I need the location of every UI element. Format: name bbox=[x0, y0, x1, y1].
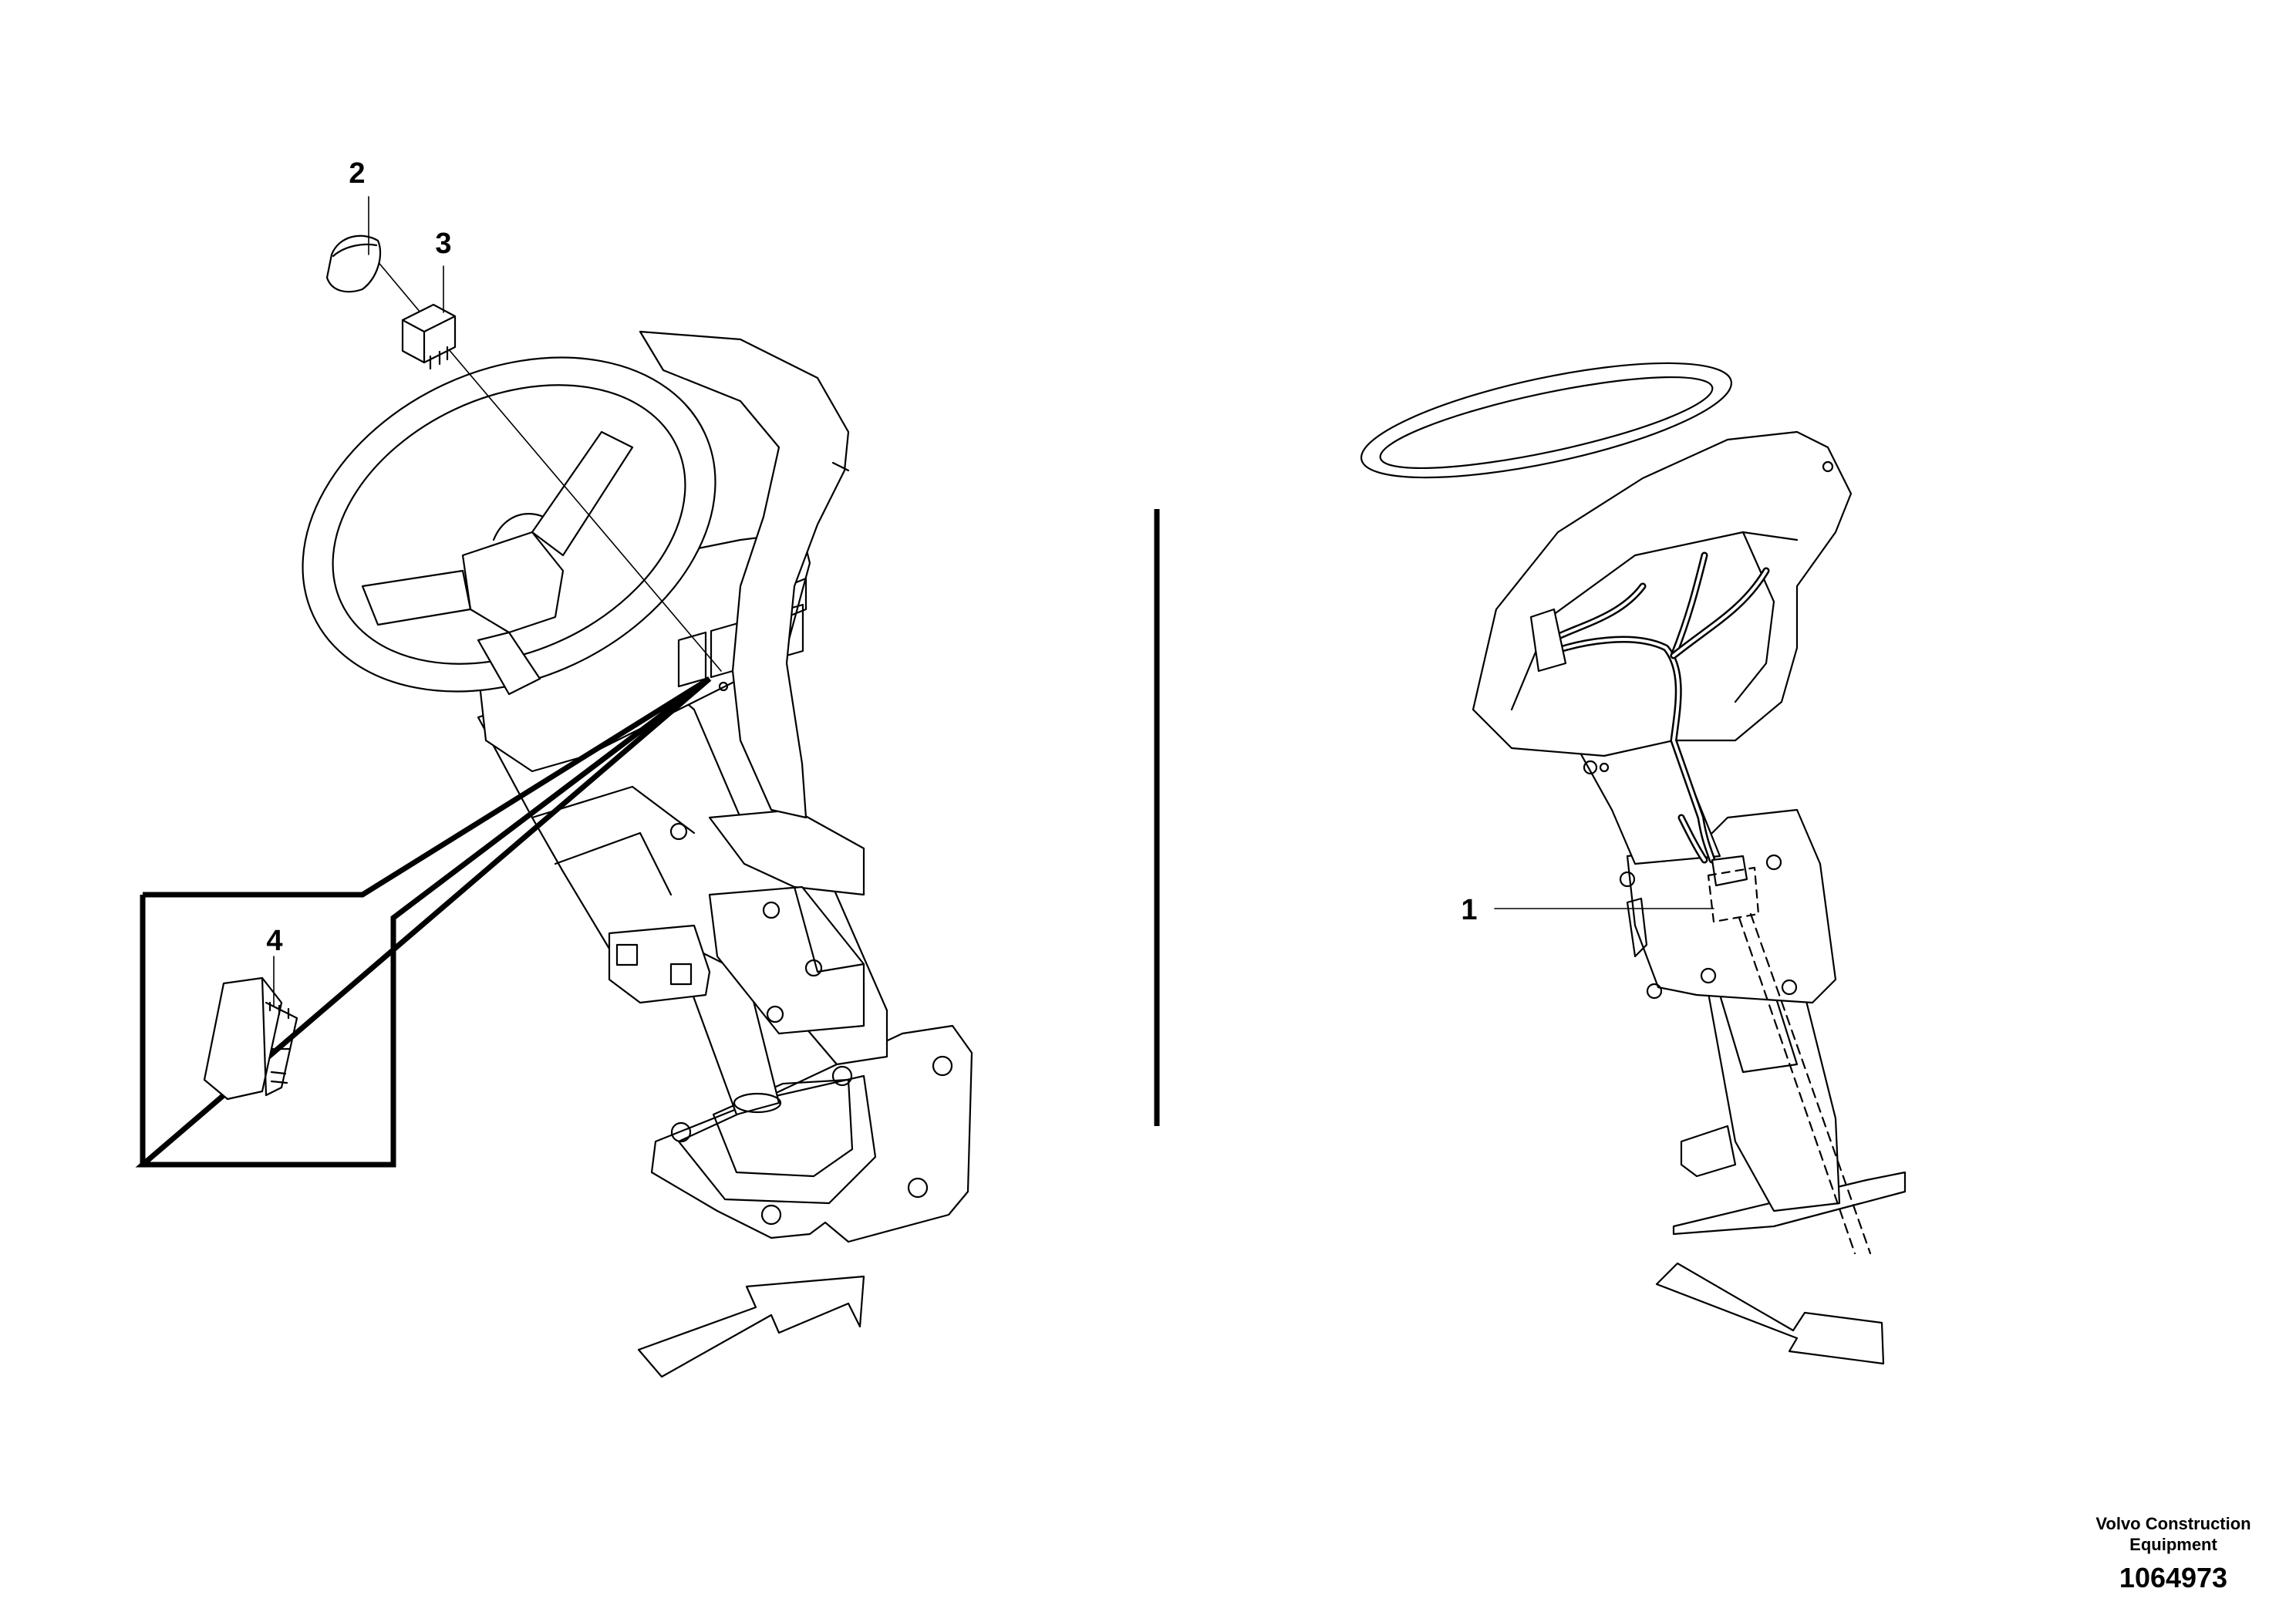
callout-3: 3 bbox=[435, 228, 451, 260]
right-steering-column-assembly bbox=[1360, 362, 1907, 1255]
view-direction-arrow-left bbox=[637, 1275, 865, 1378]
document-number: 1064973 bbox=[2119, 1562, 2227, 1593]
rear-lower-column bbox=[1703, 963, 1841, 1212]
steering-wheel bbox=[302, 356, 716, 696]
publisher-name-line1: Volvo Construction bbox=[2095, 1514, 2250, 1533]
column-base-plate bbox=[650, 1024, 973, 1243]
callout-4: 4 bbox=[266, 925, 282, 957]
part-3-rocker-switch bbox=[401, 303, 457, 370]
left-steering-column-assembly bbox=[302, 330, 973, 1243]
wiring-harness bbox=[1539, 551, 1770, 864]
rear-steering-wheel bbox=[1360, 362, 1733, 479]
detail-view-box bbox=[135, 676, 712, 1168]
leader-line-3 bbox=[443, 342, 722, 672]
view-direction-arrow-right bbox=[1655, 1262, 1885, 1365]
rear-shroud bbox=[1472, 430, 1853, 757]
part-2-switch-cap bbox=[325, 234, 382, 293]
callout-2: 2 bbox=[349, 157, 365, 190]
part-4-switch-module bbox=[203, 976, 298, 1101]
part-1-connector-outline bbox=[1707, 866, 1760, 923]
callout-1: 1 bbox=[1461, 894, 1477, 926]
publisher-name-line2: Equipment bbox=[2129, 1535, 2217, 1554]
dashboard-shroud bbox=[639, 330, 850, 819]
